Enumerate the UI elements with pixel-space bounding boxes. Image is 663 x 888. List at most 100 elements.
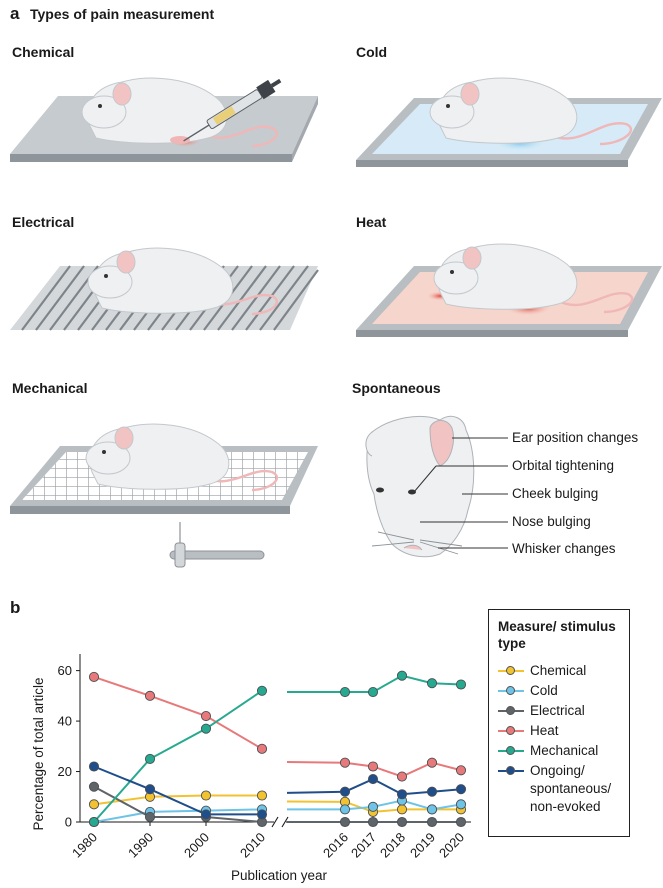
series-line [93, 794, 262, 806]
label-electrical: Electrical [12, 214, 75, 230]
data-point [339, 786, 351, 797]
y-axis-label: Percentage of total article [31, 677, 46, 830]
data-point [367, 687, 379, 698]
data-point [88, 671, 100, 682]
data-point [426, 678, 438, 689]
data-point [426, 757, 438, 768]
x-tick-label: 2020 [436, 830, 467, 861]
data-point [396, 789, 408, 800]
x-tick-label: 2019 [407, 830, 438, 861]
data-point [339, 816, 351, 828]
data-point [455, 799, 467, 810]
data-point [144, 811, 156, 823]
series-line [93, 765, 262, 816]
data-point [200, 723, 212, 734]
data-point [256, 743, 268, 754]
data-point [144, 690, 156, 701]
data-point [256, 809, 268, 820]
data-point [367, 774, 379, 785]
legend-item: Cold [498, 682, 558, 700]
data-point [396, 816, 408, 828]
series-line [93, 808, 263, 823]
data-point [88, 781, 100, 792]
axis-break-mark [271, 816, 279, 828]
chemical-illustration [10, 77, 318, 162]
y-tick-label: 20 [58, 764, 72, 779]
legend-item: Heat [498, 722, 559, 740]
label-orbital-tightening: Orbital tightening [512, 458, 615, 473]
data-point [455, 816, 467, 828]
panel-a-illustrations [10, 77, 662, 568]
data-point [396, 771, 408, 782]
x-tick-label: 2000 [181, 830, 212, 861]
label-nose-bulging: Nose bulging [512, 514, 591, 529]
data-point [200, 809, 212, 820]
x-tick-label: 1990 [125, 830, 156, 861]
data-point [455, 784, 467, 795]
mechanical-illustration [10, 423, 318, 568]
data-point [144, 784, 156, 795]
legend-label: Mechanical [530, 743, 599, 758]
x-tick-label: 2018 [377, 830, 408, 861]
data-point [455, 765, 467, 776]
label-heat: Heat [356, 214, 387, 230]
data-point [455, 679, 467, 690]
x-tick-label: 2017 [348, 830, 379, 861]
legend-item: Mechanical [498, 742, 598, 760]
electrical-illustration [10, 247, 319, 331]
legend-title: Measure/ stimulus type [498, 619, 616, 651]
data-point [426, 786, 438, 797]
data-point [396, 670, 408, 681]
legend-label: Ongoing/ spontaneous/ non-evoked [530, 763, 612, 814]
legend-label: Cold [530, 683, 558, 698]
data-point [88, 799, 100, 810]
data-point [339, 804, 351, 815]
heat-illustration [356, 243, 662, 337]
label-cold: Cold [356, 44, 388, 60]
data-point [367, 816, 379, 828]
legend-swatch [498, 704, 524, 718]
data-point [396, 804, 408, 815]
legend-swatch [498, 764, 524, 778]
legend-swatch [498, 724, 524, 738]
data-point [144, 753, 156, 764]
data-point [367, 761, 379, 772]
data-point [256, 790, 268, 801]
panel-a-letter: a [10, 4, 20, 23]
label-ear-position: Ear position changes [512, 430, 639, 445]
axis-break-mark [281, 816, 289, 828]
legend-swatch [498, 744, 524, 758]
panel-a-title: Types of pain measurement [30, 6, 215, 22]
x-tick-label: 2016 [320, 830, 351, 861]
series-line [93, 689, 263, 823]
panel-b-letter: b [10, 598, 21, 617]
y-tick-label: 0 [65, 815, 72, 830]
label-chemical: Chemical [12, 44, 75, 60]
label-mechanical: Mechanical [12, 380, 88, 396]
data-point [256, 685, 268, 696]
chart-series [88, 670, 467, 828]
data-point [367, 801, 379, 812]
x-axis-label: Publication year [231, 868, 328, 883]
legend-swatch [498, 664, 524, 678]
series-line [93, 785, 263, 823]
legend-label: Chemical [530, 663, 587, 678]
series-line [93, 675, 263, 750]
label-whisker-changes: Whisker changes [512, 541, 616, 556]
label-spontaneous: Spontaneous [352, 380, 441, 396]
legend-item: Electrical [498, 702, 585, 720]
legend-label: Electrical [530, 703, 585, 718]
x-tick-label: 1980 [69, 830, 100, 861]
y-tick-label: 60 [58, 663, 72, 678]
label-cheek-bulging: Cheek bulging [512, 486, 599, 501]
data-point [88, 761, 100, 772]
spontaneous-illustration [365, 415, 508, 558]
data-point [426, 804, 438, 815]
legend-swatch [498, 684, 524, 698]
legend-item: Ongoing/ spontaneous/ non-evoked [498, 762, 611, 816]
data-point [88, 816, 100, 828]
cold-illustration [356, 77, 662, 167]
